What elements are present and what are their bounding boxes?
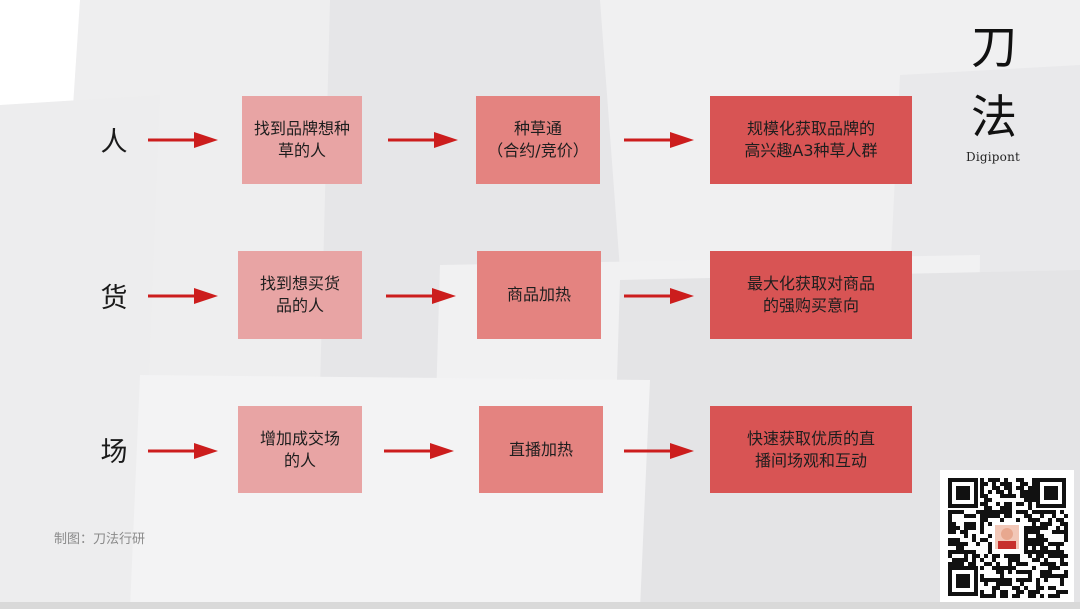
step-text: 快速获取优质的直 播间场观和互动 (747, 428, 875, 472)
step-venue-3: 快速获取优质的直 播间场观和互动 (710, 406, 912, 493)
step-people-2: 种草通 （合约/竞价） (476, 96, 600, 184)
step-text: 找到品牌想种 草的人 (254, 118, 350, 162)
step-venue-1: 增加成交场 的人 (238, 406, 362, 493)
step-goods-3: 最大化获取对商品 的强购买意向 (710, 251, 912, 339)
step-text: 种草通 （合约/竞价） (487, 118, 588, 162)
step-people-1: 找到品牌想种 草的人 (242, 96, 362, 184)
avatar (993, 523, 1021, 551)
right-arrow-icon (388, 129, 458, 151)
right-arrow-icon (386, 285, 456, 307)
step-text: 直播加热 (509, 439, 573, 461)
right-arrow-icon (384, 440, 454, 462)
step-venue-2: 直播加热 (479, 406, 603, 493)
right-arrow-icon (624, 129, 694, 151)
step-text: 规模化获取品牌的 高兴趣A3种草人群 (744, 118, 877, 162)
row-label-people: 人 (94, 120, 134, 159)
brand-char-fa: 法 (964, 92, 1024, 142)
step-people-3: 规模化获取品牌的 高兴趣A3种草人群 (710, 96, 912, 184)
row-label-goods: 货 (94, 276, 134, 315)
step-text: 商品加热 (507, 284, 571, 306)
right-arrow-icon (148, 129, 218, 151)
right-arrow-icon (624, 285, 694, 307)
right-arrow-icon (148, 440, 218, 462)
right-arrow-icon (148, 285, 218, 307)
step-text: 增加成交场 的人 (260, 428, 340, 472)
brand-subtitle: Digipont (966, 150, 1020, 164)
step-goods-1: 找到想买货 品的人 (238, 251, 362, 339)
brand-char-dao: 刀 (964, 22, 1024, 72)
chart-credit: 制图：刀法行研 (54, 528, 145, 547)
bottom-bar (0, 602, 1080, 609)
qr-code-icon (940, 470, 1074, 604)
step-text: 最大化获取对商品 的强购买意向 (747, 273, 875, 317)
step-goods-2: 商品加热 (477, 251, 601, 339)
step-text: 找到想买货 品的人 (260, 273, 340, 317)
right-arrow-icon (624, 440, 694, 462)
row-label-venue: 场 (94, 430, 134, 469)
